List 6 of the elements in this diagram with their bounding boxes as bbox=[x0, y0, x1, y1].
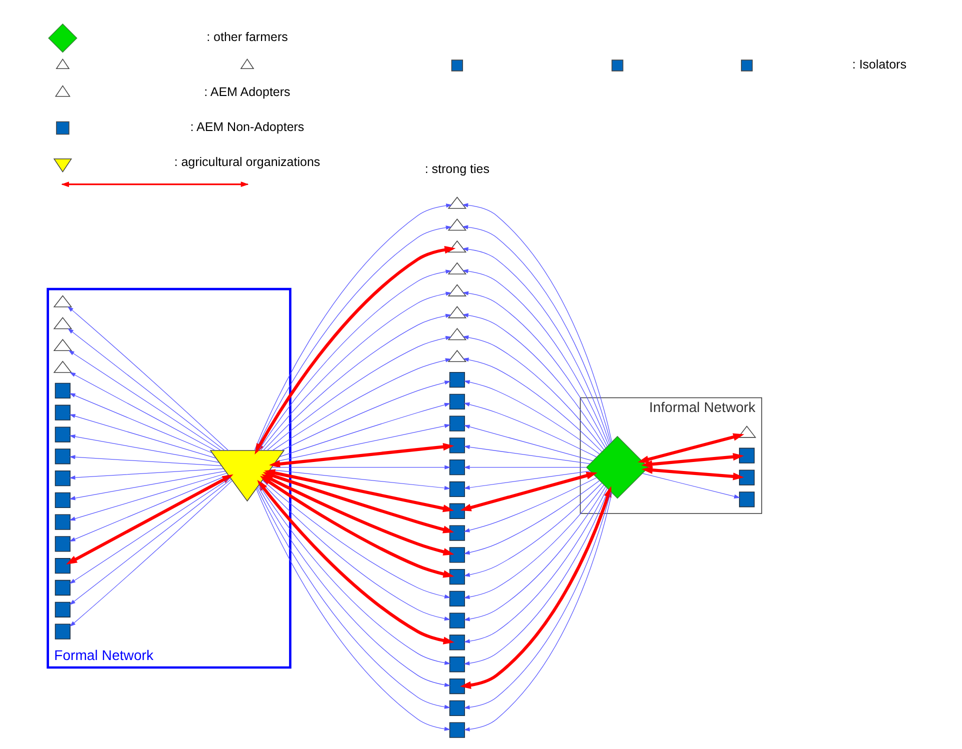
legend-label: : strong ties bbox=[424, 162, 490, 176]
legend-label: : other farmers bbox=[206, 30, 288, 44]
legend-label: : AEM Non-Adopters bbox=[190, 120, 304, 134]
legend-label: : Isolators bbox=[852, 57, 906, 72]
legend-label: : AEM Adopters bbox=[204, 84, 290, 99]
legend-label: : agricultural organizations bbox=[174, 155, 320, 170]
